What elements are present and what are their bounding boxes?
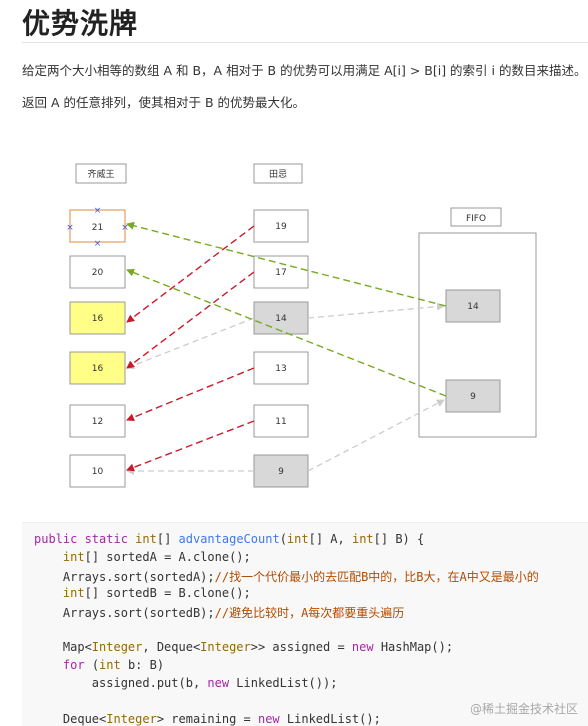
code-line: for (int b: B) [34,658,164,672]
code-token: //避免比较时，A每次都要重头遍历 [214,606,405,620]
middle-value-13: 13 [275,364,286,374]
code-token: LinkedList(); [279,712,381,726]
code-token: new [257,712,280,726]
code-token: int [351,532,374,546]
fifo-header-box [450,207,502,227]
left-box-12 [69,404,126,438]
left-header-box [75,163,127,184]
fifo-value-14: 14 [467,302,479,312]
cross-mark-bottom: × [94,239,102,249]
code-token: LinkedList()); [229,676,338,690]
code-line: Deque<Integer> remaining = new LinkedLis… [34,712,381,726]
middle-box-14 [253,301,309,335]
code-token: int [62,550,85,564]
code-token: public static [34,532,136,546]
code-token: [] A, [308,532,352,546]
arrow-9-to-fifo [307,399,445,472]
left-box-16-b [69,351,126,385]
arrow-17-to-16 [126,271,255,369]
left-value-16-a: 16 [92,314,104,324]
code-token [34,658,63,672]
fifo-value-9: 9 [470,392,476,402]
code-token: ( [84,658,100,672]
code-token: int [286,532,309,546]
code-token: Arrays.sort(sortedA); [34,570,215,584]
code-token: Arrays.sort(sortedB); [34,606,215,620]
middle-value-9: 9 [278,467,284,477]
title-divider [22,42,588,43]
left-value-10: 10 [92,467,104,477]
cross-mark-top: × [94,206,102,216]
code-token: , Deque< [142,640,201,654]
horse-race-diagram: 齐威王 田忌 FIFO 21 × × × × 20 16 16 12 10 19… [66,163,537,488]
middle-value-19: 19 [275,222,287,232]
page-title: 优势洗牌 [22,7,139,40]
code-line: Arrays.sort(sortedA);//找一个代价最小的去匹配B中的，比B… [34,568,539,585]
code-line: public static int[] advantageCount(int[]… [34,532,424,546]
arrow-14-to-fifo [307,302,445,319]
arrow-fifo9-to-20 [126,268,447,397]
code-token: Map< [34,640,92,654]
arrow-13-to-12 [126,367,255,422]
left-box-20 [69,255,126,289]
cross-mark-left: × [66,223,74,233]
code-token: int [62,586,85,600]
code-token: int [99,658,121,672]
middle-value-11: 11 [275,417,286,427]
code-token: new [207,676,230,690]
code-token: new [351,640,374,654]
code-token: [] B) { [373,532,425,546]
code-token: [] [156,532,179,546]
cross-mark-right: × [121,223,129,233]
code-line: int[] sortedA = A.clone(); [34,550,251,564]
middle-box-11 [253,404,309,438]
code-token: > remaining = [156,712,258,726]
middle-box-13 [253,351,309,385]
code-line: Map<Integer, Deque<Integer>> assigned = … [34,640,453,654]
code-token: assigned.put(b, [34,676,208,690]
problem-goal: 返回 A 的任意排列，使其相对于 B 的优势最大化。 [22,95,306,110]
watermark: @稀土掘金技术社区 [469,702,578,716]
left-value-12: 12 [92,417,103,427]
arrow-14-to-16 [126,317,255,370]
code-token: //找一个代价最小的去匹配B中的，比B大，在A中又是最小的 [214,570,539,584]
code-token: b: B) [120,658,165,672]
code-token: >> assigned = [250,640,352,654]
left-value-16-b: 16 [92,364,104,374]
code-line: Arrays.sort(sortedB);//避免比较时，A每次都要重头遍历 [34,604,404,621]
left-value-21: 21 [92,223,103,233]
middle-value-17: 17 [275,268,286,278]
left-box-16-a [69,301,126,335]
code-block: public static int[] advantageCount(int[]… [22,522,588,726]
left-box-21 [69,209,126,243]
code-token: Integer [200,640,251,654]
code-line: int[] sortedB = B.clone(); [34,586,251,600]
left-box-10 [69,454,126,488]
arrow-19-to-16 [126,225,255,323]
code-token: Deque< [34,712,107,726]
left-header-label: 齐威王 [87,168,114,180]
code-token: advantageCount [178,532,280,546]
middle-header-box [253,163,303,184]
middle-box-19 [253,209,309,243]
problem-description: 给定两个大小相等的数组 A 和 B，A 相对于 B 的优势可以用满足 A[i] … [22,63,587,78]
code-token: Integer [106,712,157,726]
middle-header-label: 田忌 [269,169,287,180]
code-token: [] sortedB = B.clone(); [84,586,251,600]
code-token: Integer [91,640,143,654]
code-token [34,550,63,564]
code-token: for [62,658,85,672]
middle-value-14: 14 [275,314,287,324]
fifo-box-9 [445,379,501,413]
arrow-11-to-10 [126,420,255,472]
code-token [34,586,63,600]
code-token: [] sortedA = A.clone(); [84,550,251,564]
code-token: ( [279,532,287,546]
left-value-20: 20 [92,268,104,278]
code-token: HashMap(); [373,640,454,654]
fifo-header-label: FIFO [466,214,486,224]
fifo-box-14 [445,289,501,323]
code-token: int [135,532,157,546]
code-line: assigned.put(b, new LinkedList()); [34,676,338,690]
